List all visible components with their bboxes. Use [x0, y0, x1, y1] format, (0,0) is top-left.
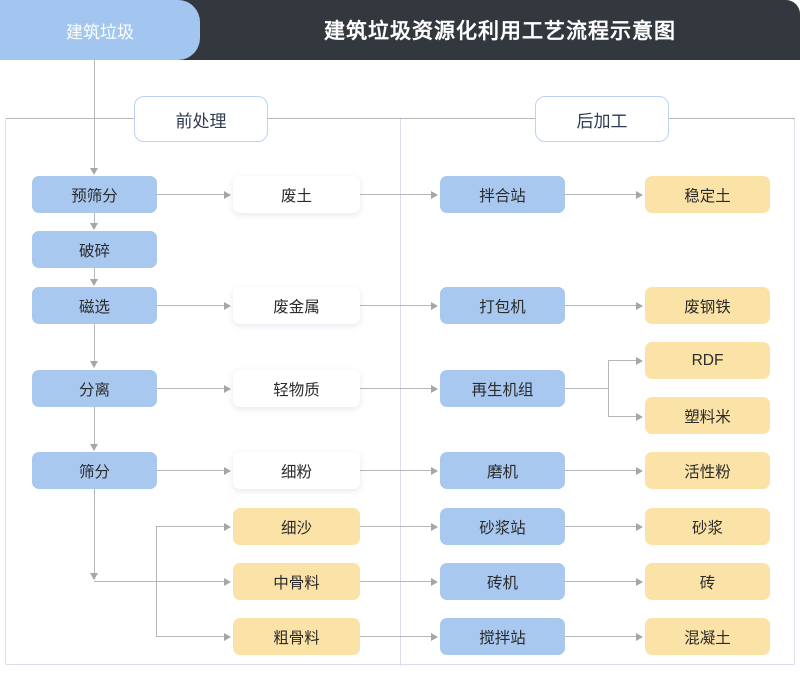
- arrowhead-wastemetal-to-baler: [431, 302, 438, 310]
- arrowhead-batching-to-concrete: [636, 633, 643, 641]
- connector-prescreening-to-crushing: [94, 213, 95, 224]
- arrowhead-lightmaterial-to-recycling: [431, 385, 438, 393]
- connector-bus-to-medium-aggregate: [94, 581, 226, 582]
- arrowhead-mortarstation-to-mortar: [636, 523, 643, 531]
- connector-grinder-to-activepowder: [565, 470, 638, 471]
- connector-prescreening-to-wastesoil: [157, 194, 226, 195]
- connector-magnetic-to-separation: [94, 324, 95, 362]
- node-screening[interactable]: 筛分: [32, 452, 157, 489]
- arrowhead-screening-to-finepowder: [224, 467, 231, 475]
- arrowhead-prescreening-to-wastesoil: [224, 191, 231, 199]
- connector-magnetic-to-wastemetal: [157, 305, 226, 306]
- arrowhead-mixing-to-stabilizedsoil: [636, 191, 643, 199]
- connector-screening-stem-down: [94, 489, 95, 579]
- node-mortar[interactable]: 砂浆: [645, 508, 770, 545]
- node-coarse-aggregate[interactable]: 粗骨料: [233, 618, 360, 655]
- connector-separation-to-lightmaterial: [157, 388, 226, 389]
- node-light-material[interactable]: 轻物质: [233, 370, 360, 407]
- connector-wastesoil-to-mixing: [360, 194, 433, 195]
- arrowhead-crushing-to-magnetic: [90, 279, 98, 286]
- connector-batching-to-concrete: [565, 636, 638, 637]
- source-tab-construction-waste[interactable]: 建筑垃圾: [0, 0, 200, 60]
- arrowhead-magnetic-to-wastemetal: [224, 302, 231, 310]
- arrowhead-bus-to-coarse-aggregate: [224, 633, 231, 641]
- connector-finesand-to-mortarstation: [360, 526, 433, 527]
- node-pre-screening[interactable]: 预筛分: [32, 176, 157, 213]
- node-plastic-pellets[interactable]: 塑料米: [645, 397, 770, 434]
- node-mixing-station[interactable]: 拌合站: [440, 176, 565, 213]
- node-active-powder[interactable]: 活性粉: [645, 452, 770, 489]
- phase-rule-middle: [266, 118, 535, 119]
- arrowhead-recycling-to-rdf: [636, 357, 643, 365]
- arrowhead-wastesoil-to-mixing: [431, 191, 438, 199]
- arrowhead-brickmachine-to-brick: [636, 578, 643, 586]
- node-separation[interactable]: 分离: [32, 370, 157, 407]
- page-title: 建筑垃圾资源化利用工艺流程示意图: [324, 20, 676, 43]
- connector-lightmaterial-to-recycling: [360, 388, 433, 389]
- arrowhead-mediumaggregate-to-brickmachine: [431, 578, 438, 586]
- node-crushing[interactable]: 破碎: [32, 231, 157, 268]
- arrowhead-screening-stem-down: [90, 573, 98, 580]
- connector-brickmachine-to-brick: [565, 581, 638, 582]
- arrowhead-magnetic-to-separation: [90, 361, 98, 368]
- node-medium-aggregate[interactable]: 中骨料: [233, 563, 360, 600]
- arrowhead-grinder-to-activepowder: [636, 467, 643, 475]
- node-brick-machine[interactable]: 砖机: [440, 563, 565, 600]
- arrowhead-finesand-to-mortarstation: [431, 523, 438, 531]
- connector-recycling-stem: [565, 388, 609, 389]
- phase-rule-left: [6, 118, 134, 119]
- connector-bus-to-fine-sand: [156, 526, 226, 527]
- arrowhead-bus-to-medium-aggregate: [224, 578, 231, 586]
- node-scrap-steel[interactable]: 废钢铁: [645, 287, 770, 324]
- connector-screening-to-finepowder: [157, 470, 226, 471]
- arrowhead-bus-to-fine-sand: [224, 523, 231, 531]
- node-fine-powder[interactable]: 细粉: [233, 452, 360, 489]
- connector-recycling-riser: [608, 360, 609, 416]
- connector-recycling-to-plasticpellets: [608, 416, 638, 417]
- arrowhead-recycling-to-plasticpellets: [636, 413, 643, 421]
- node-concrete[interactable]: 混凝土: [645, 618, 770, 655]
- arrowhead-separation-to-screening: [90, 444, 98, 451]
- phase-rule-right: [667, 118, 795, 119]
- connector-finepowder-to-grinder: [360, 470, 433, 471]
- node-fine-sand[interactable]: 细沙: [233, 508, 360, 545]
- node-brick[interactable]: 砖: [645, 563, 770, 600]
- node-recycling-unit[interactable]: 再生机组: [440, 370, 565, 407]
- arrowhead-source-to-prescreening: [90, 168, 98, 175]
- node-mortar-station[interactable]: 砂浆站: [440, 508, 565, 545]
- arrowhead-separation-to-lightmaterial: [224, 385, 231, 393]
- phase-label-pretreatment: 前处理: [134, 96, 268, 142]
- connector-source-to-prescreening: [94, 60, 95, 169]
- connector-separation-to-screening: [94, 407, 95, 445]
- node-baler[interactable]: 打包机: [440, 287, 565, 324]
- node-waste-metal[interactable]: 废金属: [233, 287, 360, 324]
- node-magnetic-separation[interactable]: 磁选: [32, 287, 157, 324]
- connector-coarseaggregate-to-batching: [360, 636, 433, 637]
- arrowhead-baler-to-scrapsteel: [636, 302, 643, 310]
- arrowhead-finepowder-to-grinder: [431, 467, 438, 475]
- arrowhead-coarseaggregate-to-batching: [431, 633, 438, 641]
- connector-recycling-to-rdf: [608, 360, 638, 361]
- phase-divider: [400, 118, 401, 666]
- connector-mortarstation-to-mortar: [565, 526, 638, 527]
- connector-mixing-to-stabilizedsoil: [565, 194, 638, 195]
- node-waste-soil[interactable]: 废土: [233, 176, 360, 213]
- connector-mediumaggregate-to-brickmachine: [360, 581, 433, 582]
- node-stabilized-soil[interactable]: 稳定土: [645, 176, 770, 213]
- node-grinder[interactable]: 磨机: [440, 452, 565, 489]
- arrowhead-prescreening-to-crushing: [90, 223, 98, 230]
- connector-aggregate-riser: [156, 526, 157, 636]
- connector-bus-to-coarse-aggregate: [156, 636, 226, 637]
- node-batching-plant[interactable]: 搅拌站: [440, 618, 565, 655]
- connector-baler-to-scrapsteel: [565, 305, 638, 306]
- connector-wastemetal-to-baler: [360, 305, 433, 306]
- connector-crushing-to-magnetic: [94, 268, 95, 279]
- node-rdf[interactable]: RDF: [645, 342, 770, 379]
- phase-label-postprocessing: 后加工: [535, 96, 669, 142]
